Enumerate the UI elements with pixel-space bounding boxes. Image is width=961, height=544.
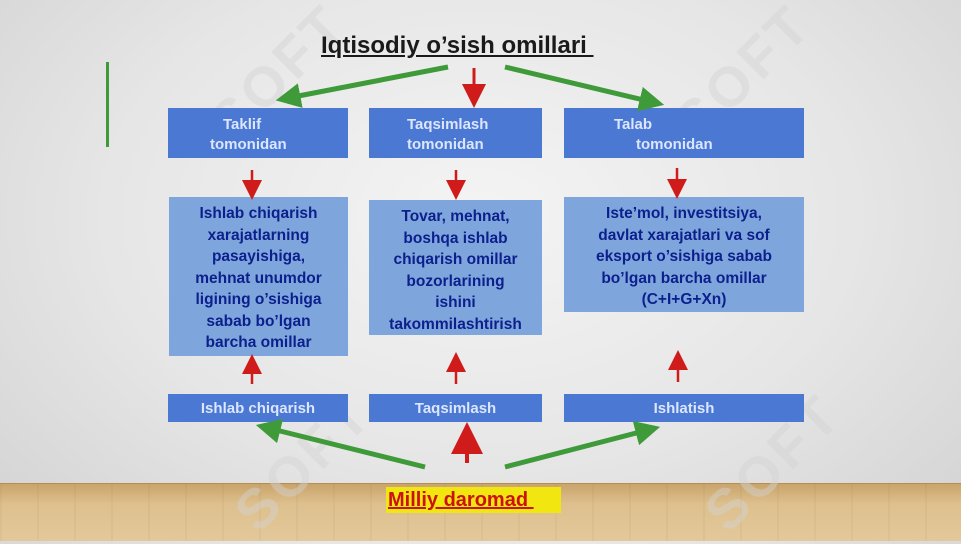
- desc-distribution-line: takommilashtirish: [389, 315, 522, 333]
- green-arrow-top-right: [504, 64, 665, 112]
- header-distribution-line1: Taqsimlash: [407, 116, 489, 133]
- desc-distribution: Tovar, mehnat, boshqa ishlab chiqarish o…: [369, 200, 542, 335]
- desc-distribution-line: ishini: [435, 294, 476, 311]
- desc-distribution-line: boshqa ishlab: [403, 229, 508, 247]
- diagram-title: Iqtisodiy o’sish omillari: [321, 32, 594, 59]
- desc-supply-line: xarajatlarning: [207, 226, 310, 244]
- desc-demand-line: davlat xarajatlari va sof: [598, 226, 770, 244]
- bottom-usage: Ishlatish: [564, 394, 804, 422]
- desc-supply-line: pasayishiga,: [211, 248, 306, 265]
- header-distribution-line2: tomonidan: [407, 136, 484, 153]
- green-arrow-bottom-right: [504, 421, 661, 470]
- desc-supply-line: Ishlab chiqarish: [199, 205, 318, 222]
- desc-supply-line: ligining o’sishiga: [195, 291, 322, 308]
- header-demand-line1: Talab: [614, 116, 653, 133]
- desc-supply-line: mehnat unumdor: [195, 269, 322, 287]
- desc-demand: Iste’mol, investitsiya, davlat xarajatla…: [564, 197, 804, 312]
- bottom-production: Ishlab chiqarish: [168, 394, 348, 422]
- desc-distribution-line: bozorlarining: [406, 272, 505, 290]
- desc-distribution-line: Tovar, mehnat,: [401, 208, 510, 225]
- green-arrow-bottom-left: [255, 418, 426, 470]
- header-distribution: Taqsimlash tomonidan: [369, 108, 542, 158]
- header-supply-line1: Taklif: [223, 116, 262, 133]
- green-arrow-top-left: [275, 64, 449, 108]
- desc-supply: Ishlab chiqarish xarajatlarning pasayish…: [169, 197, 348, 356]
- accent-bar: [106, 62, 109, 147]
- desc-demand-line: bo’lgan barcha omillar: [601, 269, 767, 287]
- desc-supply-line: sabab bo’lgan: [206, 312, 311, 330]
- header-demand: Talab tomonidan: [564, 108, 804, 158]
- desc-demand-line: Iste’mol, investitsiya,: [606, 205, 762, 222]
- header-supply: Taklif tomonidan: [168, 108, 348, 158]
- desc-supply-line: barcha omillar: [205, 334, 312, 351]
- bottom-distribution: Taqsimlash: [369, 394, 542, 422]
- desc-distribution-line: chiqarish omillar: [393, 251, 518, 268]
- header-demand-line2: tomonidan: [636, 136, 713, 153]
- national-income-label: Milliy daromad: [386, 487, 561, 513]
- desc-demand-line: eksport o’sishiga sabab: [595, 248, 772, 265]
- desc-demand-line: (C+I+G+Xn): [641, 291, 727, 308]
- header-supply-line2: tomonidan: [210, 136, 287, 153]
